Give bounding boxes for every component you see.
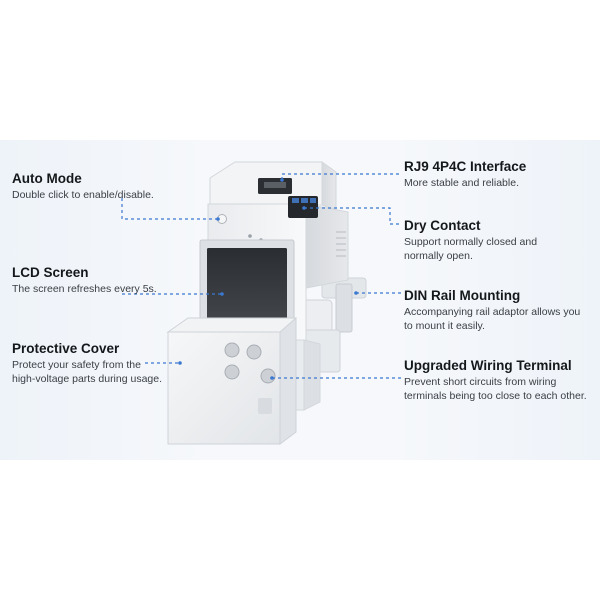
callout-dots <box>178 178 358 380</box>
feature-description: More stable and reliable. <box>404 177 519 189</box>
feature-description: Double click to enable/disable. <box>12 189 154 201</box>
feature-auto-mode: Auto Mode Double click to enable/disable… <box>12 170 192 202</box>
callout-line-auto-mode <box>121 198 218 220</box>
callout-line-rj9 <box>281 173 402 180</box>
feature-description: Protect your safety from the high-voltag… <box>12 359 163 385</box>
feature-description: Accompanying rail adaptor allows you to … <box>404 306 581 332</box>
feature-rj9-interface: RJ9 4P4C Interface More stable and relia… <box>404 158 594 190</box>
callout-lines <box>121 173 402 379</box>
feature-description: Prevent short circuits from wiring termi… <box>404 376 587 402</box>
feature-din-rail-mounting: DIN Rail Mounting Accompanying rail adap… <box>404 287 584 333</box>
callout-line-dry-contact <box>304 207 402 225</box>
wiring-terminal-screws <box>224 342 276 384</box>
feature-title: Auto Mode <box>12 171 82 186</box>
feature-title: DIN Rail Mounting <box>404 288 521 303</box>
feature-title: LCD Screen <box>12 265 89 280</box>
rj9-port <box>258 178 292 194</box>
feature-lcd-screen: LCD Screen The screen refreshes every 5s… <box>12 264 192 296</box>
feature-description: The screen refreshes every 5s. <box>12 283 157 295</box>
feature-dry-contact: Dry Contact Support normally closed and … <box>404 217 564 263</box>
feature-title: Upgraded Wiring Terminal <box>404 358 572 373</box>
feature-title: Protective Cover <box>12 341 120 356</box>
feature-description: Support normally closed and normally ope… <box>404 236 538 262</box>
feature-wiring-terminal: Upgraded Wiring Terminal Prevent short c… <box>404 357 589 403</box>
feature-title: RJ9 4P4C Interface <box>404 159 527 174</box>
feature-protective-cover: Protective Cover Protect your safety fro… <box>12 340 162 386</box>
protective-cover <box>166 316 297 445</box>
feature-title: Dry Contact <box>404 218 481 233</box>
